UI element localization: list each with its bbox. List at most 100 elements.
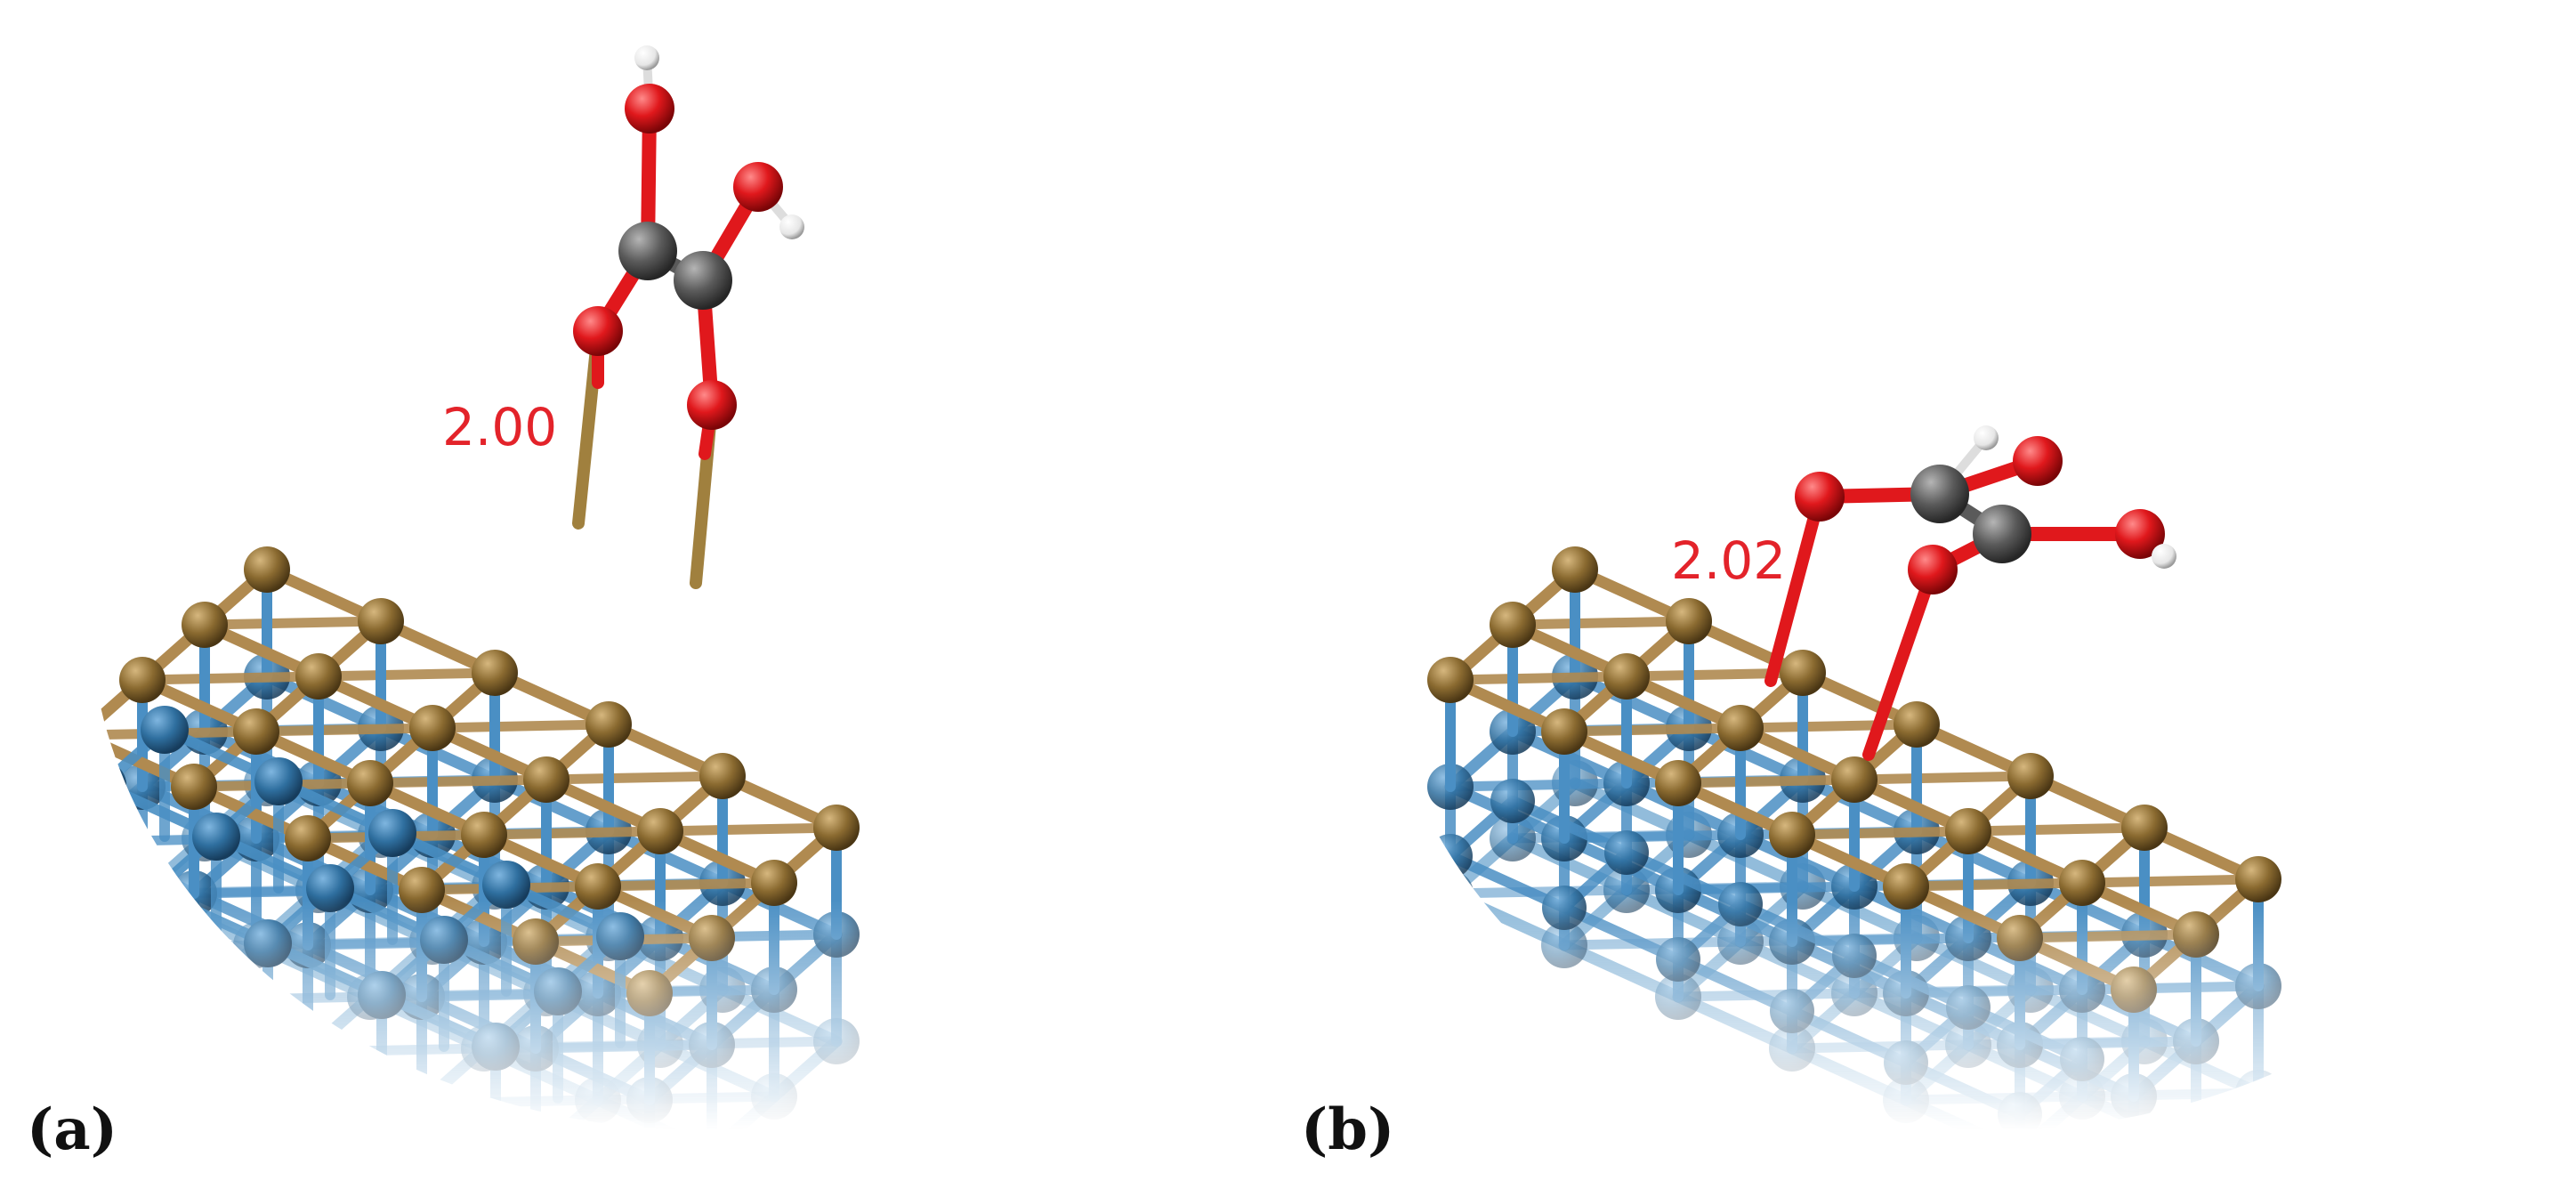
bond <box>365 774 552 789</box>
bond <box>1445 778 1632 792</box>
surface-atom <box>295 653 342 700</box>
bond <box>1787 826 1974 840</box>
panel-b-molecule <box>1764 425 2176 761</box>
surface-atom <box>1894 701 1940 748</box>
bond <box>530 1146 717 1161</box>
oxygen-atom <box>1795 472 1845 522</box>
surface-atom <box>1883 863 1929 910</box>
hydrogen-atom <box>634 45 659 70</box>
bond <box>2077 874 2264 888</box>
substrate-atom <box>1884 1040 1928 1085</box>
surface-atom <box>461 812 507 858</box>
surface-atom <box>1541 708 1587 755</box>
panel-a-molecule <box>572 45 804 589</box>
surface-atom <box>233 708 279 755</box>
surface-atom <box>1831 756 1877 803</box>
surface-atom <box>1603 653 1650 700</box>
substrate-atom <box>1718 882 1763 926</box>
surface-atom <box>2111 966 2157 1013</box>
substrate-atom <box>1832 934 1877 978</box>
substrate-atom <box>16 816 64 864</box>
substrate-atom <box>141 706 189 754</box>
substrate-atom <box>482 861 530 909</box>
surface-atom <box>2007 753 2054 799</box>
surface-atom <box>285 815 331 861</box>
substrate-atom <box>1998 1092 2042 1136</box>
hydrogen-atom <box>779 214 804 239</box>
surface-atom <box>585 701 632 748</box>
hydrogen-atom <box>2152 544 2176 569</box>
surface-atom <box>751 860 797 906</box>
panel-b-lattice <box>1427 546 2281 1197</box>
substrate-atom <box>368 809 416 857</box>
bond <box>427 719 614 733</box>
substrate-atom <box>1770 989 1814 1033</box>
panel-b-bond-distance: 2.02 <box>1671 530 1787 591</box>
oxygen-atom <box>733 162 783 212</box>
surface-atom <box>399 867 445 913</box>
bond <box>1901 878 2087 892</box>
bond <box>593 1091 779 1105</box>
surface-atom <box>182 602 228 648</box>
carbon-atom <box>1910 465 1969 523</box>
hydrogen-atom <box>1974 425 1999 450</box>
surface-atom <box>2121 805 2168 851</box>
surface-atom <box>513 918 559 965</box>
surface-atom <box>1655 760 1701 806</box>
bond <box>1862 563 1939 761</box>
bond <box>1849 771 2036 785</box>
surface-atom <box>699 753 746 799</box>
bond <box>2077 981 2264 995</box>
surface-atom <box>1427 657 1474 703</box>
substrate-atom <box>1542 886 1587 930</box>
substrate-atom <box>192 813 240 861</box>
bond <box>1963 822 2150 837</box>
bond <box>1764 490 1826 687</box>
surface-atom <box>1780 650 1826 696</box>
carbon-atom <box>1973 505 2031 563</box>
substrate-atom <box>244 919 292 967</box>
surface-atom <box>1769 812 1815 858</box>
surface-atom <box>1997 915 2043 961</box>
bond <box>1559 723 1746 737</box>
surface-atom <box>57 712 103 758</box>
surface-atom <box>575 863 621 910</box>
panel-a-bond-distance: 2.00 <box>442 397 558 457</box>
surface-atom <box>626 970 673 1016</box>
bond <box>1445 671 1632 685</box>
surface-atom <box>347 760 393 806</box>
surface-atom <box>1666 598 1712 644</box>
bond <box>189 991 375 1006</box>
surface-atom <box>637 808 683 854</box>
surface-atom <box>1717 705 1764 751</box>
surface-atom <box>2235 856 2281 902</box>
substrate-atom <box>254 757 303 805</box>
substrate-atom <box>306 864 354 912</box>
substrate-atom <box>1946 985 1991 1030</box>
surface-atom <box>1945 808 1991 854</box>
bond <box>541 771 728 785</box>
bond <box>416 1095 603 1109</box>
bond <box>313 667 500 682</box>
panel-a-label: (a) <box>27 1096 118 1163</box>
oxygen-atom <box>2013 436 2063 486</box>
bond <box>2077 1088 2264 1102</box>
surface-atom <box>119 657 166 703</box>
bond <box>1735 719 1922 733</box>
substrate-atom <box>1604 830 1649 875</box>
bond <box>137 671 324 685</box>
oxygen-atom <box>1908 545 1958 594</box>
bond <box>75 940 262 954</box>
bond <box>655 822 842 837</box>
bond <box>1507 616 1694 630</box>
substrate-atom <box>78 761 126 809</box>
oxygen-atom <box>687 380 737 430</box>
oxygen-atom <box>625 84 674 133</box>
panel-a-lattice <box>16 546 860 1197</box>
surface-atom <box>472 650 518 696</box>
carbon-atom <box>674 251 732 310</box>
surface-atom <box>244 546 290 593</box>
oxygen-atom <box>2115 509 2165 559</box>
panel-b-label: (b) <box>1301 1096 1395 1163</box>
